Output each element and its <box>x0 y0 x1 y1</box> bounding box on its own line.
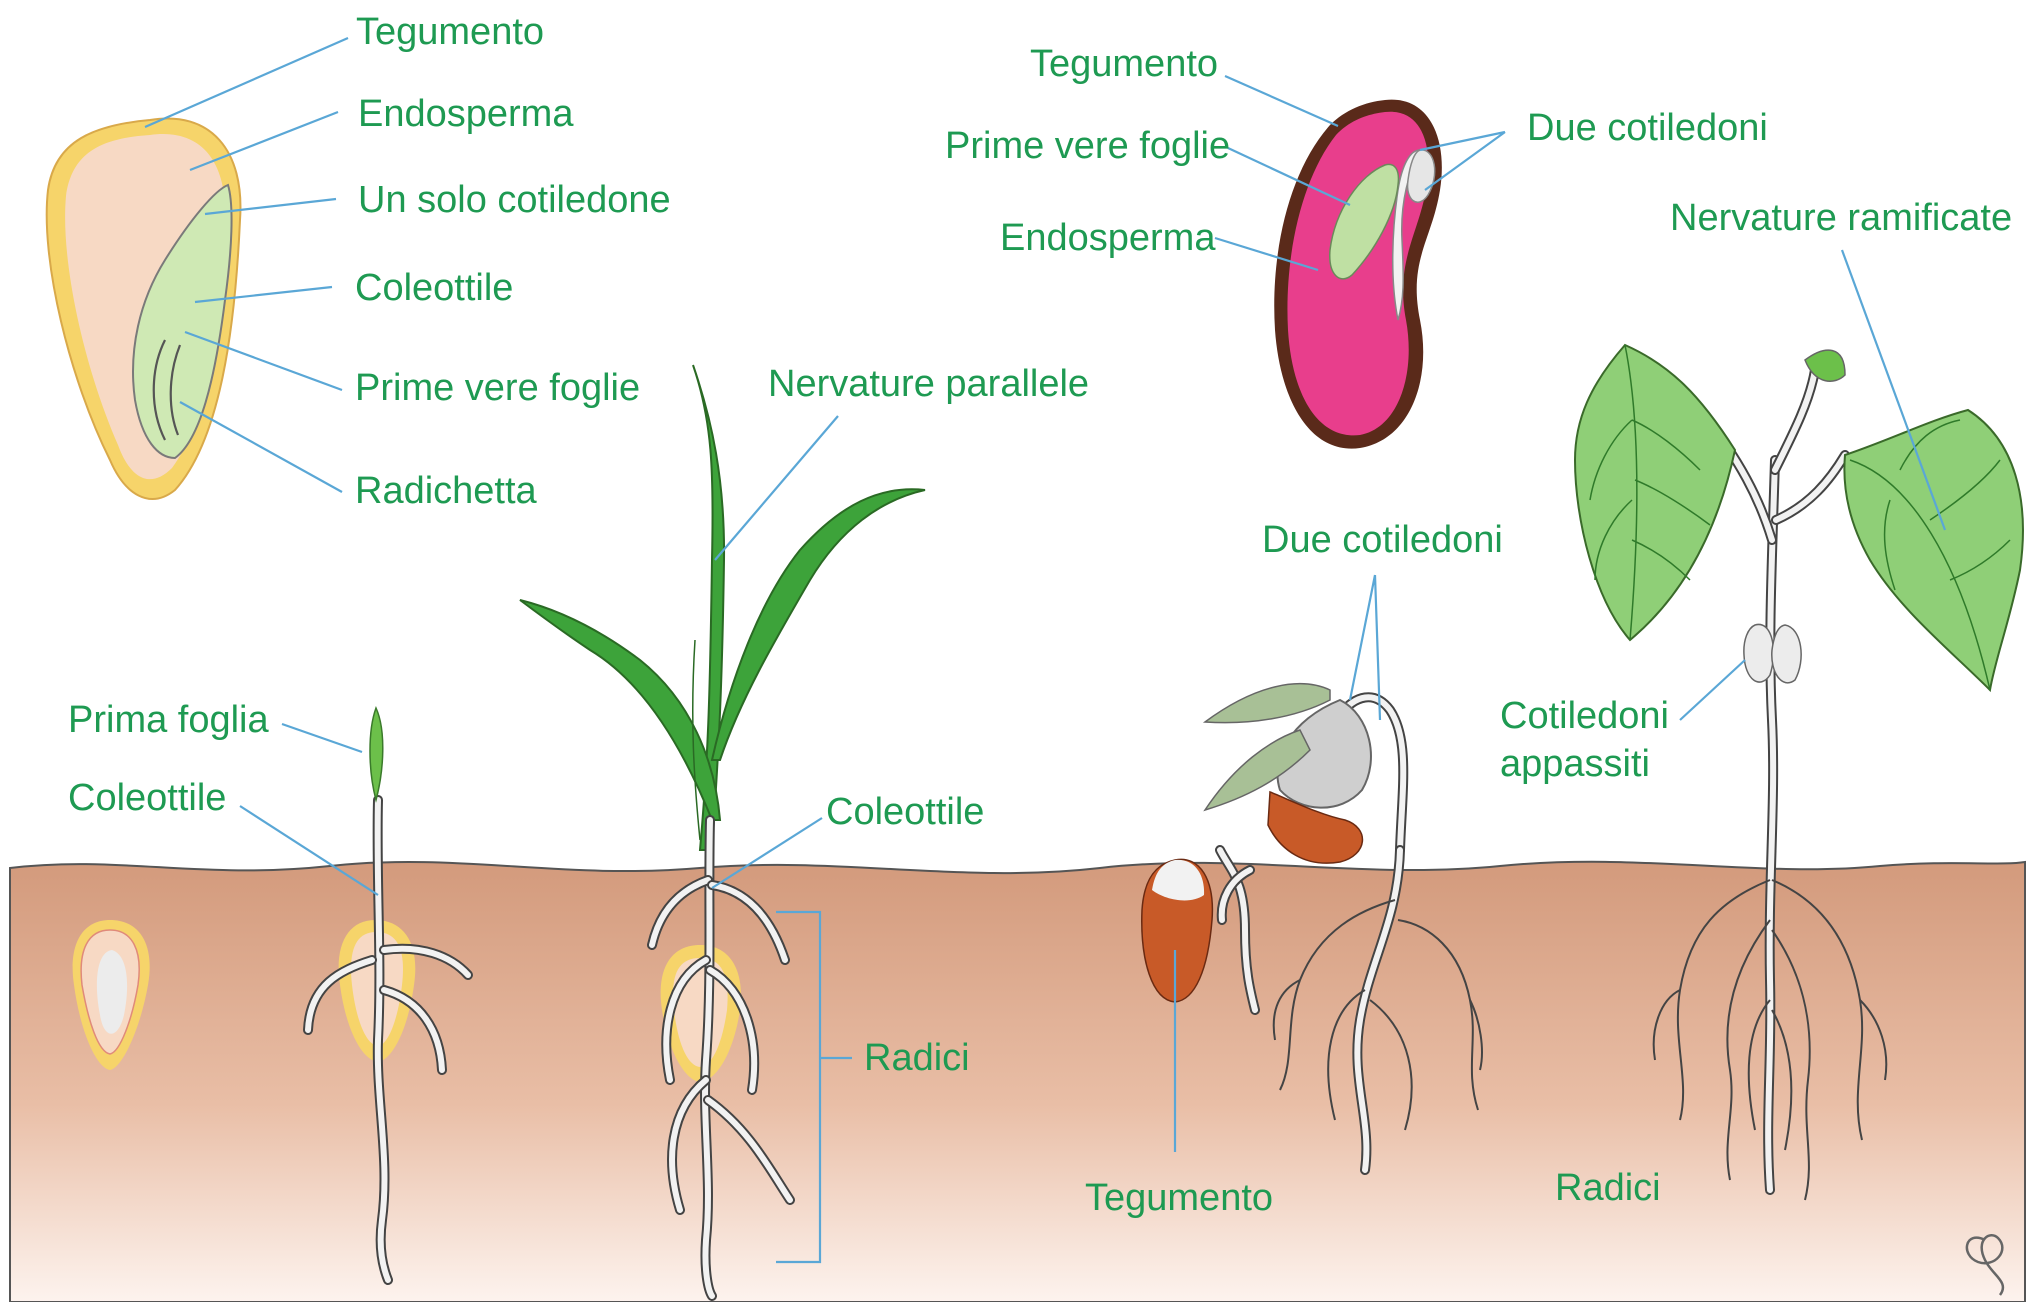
leader-prima-foglia <box>282 724 362 752</box>
label-due-cotiledoni-seedling: Due cotiledoni <box>1262 519 1503 561</box>
leader-mono-radichetta <box>180 402 342 492</box>
corn-leaf-right <box>712 489 925 760</box>
dicot-leaf-right <box>1844 410 2023 690</box>
soil <box>10 862 2025 1302</box>
withered-cotyledon-right <box>1772 625 1801 683</box>
label-dicot-due-cotiledoni: Due cotiledoni <box>1527 107 1768 149</box>
label-dicot-prime-foglie: Prime vere foglie <box>945 125 1230 167</box>
label-coleottile-plant: Coleottile <box>826 791 984 833</box>
label-mono-tegumento: Tegumento <box>356 11 544 53</box>
label-cotiledoni-appassiti-2: appassiti <box>1500 743 1650 785</box>
monocot-seed <box>47 118 241 498</box>
leader-dicot-tegumento <box>1225 76 1338 126</box>
label-mono-coleottile: Coleottile <box>355 267 513 309</box>
leader-mono-tegumento <box>145 38 348 127</box>
corn-leaf-left <box>520 600 720 820</box>
leader-cotiledoni-appassiti <box>1680 660 1745 720</box>
label-nervature-ramificate: Nervature ramificate <box>1670 197 2012 239</box>
label-cotiledoni-appassiti-1: Cotiledoni <box>1500 695 1669 737</box>
dicot-seed <box>1274 100 1442 449</box>
label-dicot-endosperma: Endosperma <box>1000 217 1216 259</box>
label-mono-cotiledone: Un solo cotiledone <box>358 179 671 221</box>
label-mono-endosperma: Endosperma <box>358 93 574 135</box>
label-radici-dicot: Radici <box>1555 1167 1661 1209</box>
label-nervature-parallele: Nervature parallele <box>768 363 1089 405</box>
label-mono-radichetta: Radichetta <box>355 470 538 512</box>
withered-cotyledon-left <box>1744 624 1774 682</box>
seedling-first-leaf <box>370 708 383 800</box>
label-tegumento-seedling: Tegumento <box>1085 1177 1273 1219</box>
label-dicot-tegumento: Tegumento <box>1030 43 1218 85</box>
label-coleottile-seedling: Coleottile <box>68 777 226 819</box>
dicot-leaf-left <box>1575 345 1735 640</box>
label-radici-mono: Radici <box>864 1037 970 1079</box>
label-prima-foglia: Prima foglia <box>68 699 269 741</box>
label-mono-prime-foglie: Prime vere foglie <box>355 367 640 409</box>
